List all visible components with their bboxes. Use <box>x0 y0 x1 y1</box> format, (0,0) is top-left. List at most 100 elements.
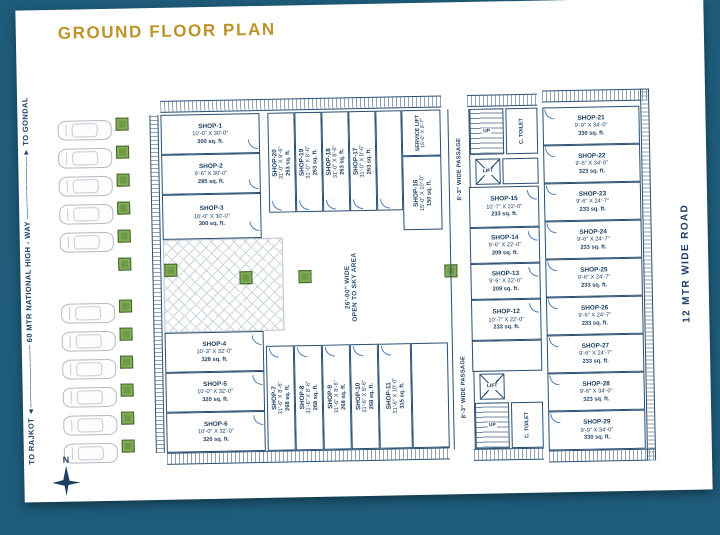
shop-dim: 9'-6" X 22'-0" <box>489 278 523 285</box>
passage-label-top: 8'-3" WIDE PASSAGE <box>447 109 471 229</box>
shop-area: 268 sq. ft. <box>340 383 347 411</box>
tree-icon <box>118 257 132 271</box>
shop-label: SHOP-17 31'-0" X 8'-6" 263 sq. ft. <box>352 144 373 178</box>
open-sky-label: 26'-00" WIDE OPEN TO SKY AREA <box>326 238 376 337</box>
shop-dim: 31'-6" X 10'-0" <box>392 377 399 414</box>
staircase-top: UP <box>469 108 505 155</box>
lobby-cell <box>375 110 404 211</box>
shop-area: 300 sq. ft. <box>197 138 224 145</box>
shop-label: SHOP-18 31'-0" X 8'-6" 263 sq. ft. <box>325 145 346 178</box>
service-lift: SERVICE LIFT 16'-0" X 9'-7" <box>401 109 442 157</box>
shop-area: 263 sq. ft. <box>285 149 292 176</box>
car-icon <box>62 386 117 408</box>
wall-hatch <box>548 448 656 463</box>
tree-icon <box>298 270 312 284</box>
wall-hatch <box>473 447 545 461</box>
shop-area: 323 sq. ft. <box>578 168 606 175</box>
shop-area: 233 sq. ft. <box>491 211 518 218</box>
shop-24: SHOP-24 9'-6" X 24'-7" 233 sq. ft. <box>544 219 643 260</box>
service-lift-label: SERVICE LIFT 16'-0" X 9'-7" <box>415 115 428 152</box>
shop-name: SHOP-1 <box>198 122 223 130</box>
shop-4: SHOP-4 10'-3" X 32'-0" 328 sq. ft. <box>164 330 265 373</box>
compass-icon: N <box>52 455 81 496</box>
shop-area: 268 sq. ft. <box>284 384 291 412</box>
shop-label: SHOP-8 31'-6" X 8'-6" 268 sq. ft. <box>298 381 319 414</box>
car-icon <box>58 147 113 169</box>
car-icon <box>58 175 113 197</box>
lift-top: LIFT <box>475 158 501 185</box>
wall-hatch <box>541 88 649 103</box>
shop-25: SHOP-25 9'-6" X 24'-7" 233 sq. ft. <box>545 257 643 298</box>
passage-text: 8'-3" WIDE PASSAGE <box>460 355 468 419</box>
floor-plan: 26'-00" WIDE OPEN TO SKY AREA SHOP-1 10'… <box>135 85 657 475</box>
tree-icon <box>115 145 130 159</box>
shop-2: SHOP-2 9'-6" X 30'-0" 285 sq. ft. <box>161 152 261 195</box>
tree-icon <box>116 173 130 187</box>
shop-dim: 9'-6" X 24'-7" <box>576 236 610 244</box>
shop-8: SHOP-8 31'-6" X 8'-6" 268 sq. ft. <box>293 344 324 451</box>
car-icon <box>59 231 114 253</box>
shop-dim: 10'-0" X 30'-0" <box>192 130 229 138</box>
shop-17: SHOP-17 31'-0" X 8'-6" 263 sq. ft. <box>348 110 378 212</box>
shop-area: 328 sq. ft. <box>201 356 228 363</box>
shop-dim: 15'-0" X 10'-0" <box>419 174 426 211</box>
shop-name: SHOP-23 <box>578 190 607 198</box>
shop-1: SHOP-1 10'-0" X 30'-0" 300 sq. ft. <box>160 112 261 155</box>
shop-label: SHOP-11 31'-6" X 10'-0" 315 sq. ft. <box>385 378 406 414</box>
toilet-name: C. TOILET <box>524 411 531 438</box>
shop-dim: 10'-3" X 32'-0" <box>196 348 233 356</box>
stairs-up-label: UP <box>487 421 497 430</box>
shop-dim: 9'-6" X 22'-0" <box>488 242 522 249</box>
shop-name: SHOP-7 <box>270 386 278 411</box>
shop-6: SHOP-6 10'-0" X 32'-0" 320 sq. ft. <box>166 410 266 453</box>
shop-20: SHOP-20 31'-0" X 8'-6" 263 sq. ft. <box>267 112 297 213</box>
shop-area: 263 sq. ft. <box>339 148 346 175</box>
shop-27: SHOP-27 9'-6" X 24'-7" 233 sq. ft. <box>546 333 645 374</box>
tree-icon <box>119 355 134 369</box>
tree-icon <box>164 263 178 277</box>
shop-area: 320 sq. ft. <box>202 396 229 403</box>
shop-name: SHOP-9 <box>326 385 334 410</box>
tree-icon <box>239 271 253 285</box>
shop-label: SHOP-20 31'-0" X 8'-6" 263 sq. ft. <box>271 146 292 179</box>
shop-label: SHOP-16 15'-0" X 10'-0" 150 sq. ft. <box>412 175 433 211</box>
car-icon <box>61 330 116 352</box>
shop-29: SHOP-29 9'-9" X 34'-0" 330 sq. ft. <box>548 409 646 451</box>
shop-name: SHOP-28 <box>582 380 610 388</box>
car-icon <box>59 203 114 225</box>
shop-name: SHOP-24 <box>579 228 607 236</box>
shop-18: SHOP-18 31'-0" X 8'-6" 263 sq. ft. <box>321 111 351 212</box>
shop-dim: 10'-7" X 22'-0" <box>486 203 523 211</box>
shop-area: 233 sq. ft. <box>579 206 606 213</box>
shop-16: SHOP-16 15'-0" X 10'-0" 150 sq. ft. <box>402 155 443 231</box>
right-road-label: 12 MTR WIDE ROAD <box>674 148 698 378</box>
shop-22: SHOP-22 9'-6" X 34'-0" 323 sq. ft. <box>543 143 641 184</box>
lobby-cell <box>471 339 543 372</box>
shop-name: SHOP-26 <box>580 304 609 312</box>
paved-area <box>162 237 285 333</box>
tree-icon <box>117 201 131 215</box>
shop-area: 209 sq. ft. <box>491 249 519 257</box>
car-icon <box>57 119 112 141</box>
shop-area: 263 sq. ft. <box>312 148 319 176</box>
toilet-label: C. TOILET <box>524 412 531 438</box>
staircase-bottom: UP <box>474 402 510 449</box>
left-road-text: TO RAJKOT ◄─────────── 60 MTR NATIONAL H… <box>20 96 37 465</box>
shop-dim: 31'-6" X 8'-6" <box>361 380 369 413</box>
shop-name: SHOP-27 <box>581 342 610 350</box>
shop-5: SHOP-5 10'-0" X 32'-0" 320 sq. ft. <box>165 370 266 413</box>
shop-7: SHOP-7 31'-6" X 8'-6" 268 sq. ft. <box>265 345 296 451</box>
shop-name: SHOP-10 <box>354 382 362 411</box>
shop-name: SHOP-12 <box>492 308 520 316</box>
toilet-label: C. TOILET <box>518 118 525 144</box>
shop-dim: 9'-6" X 34'-0" <box>579 388 613 396</box>
shop-area: 323 sq. ft. <box>583 395 610 403</box>
shop-dim: 9'-6" X 24'-7" <box>578 312 612 320</box>
shop-area: 285 sq. ft. <box>197 178 225 185</box>
shop-area: 150 sq. ft. <box>425 179 433 206</box>
lift-label: LIFT <box>485 382 499 391</box>
shop-name: SHOP-13 <box>491 269 520 278</box>
shop-area: 330 sq. ft. <box>583 434 611 441</box>
shop-area: 315 sq. ft. <box>398 382 406 409</box>
